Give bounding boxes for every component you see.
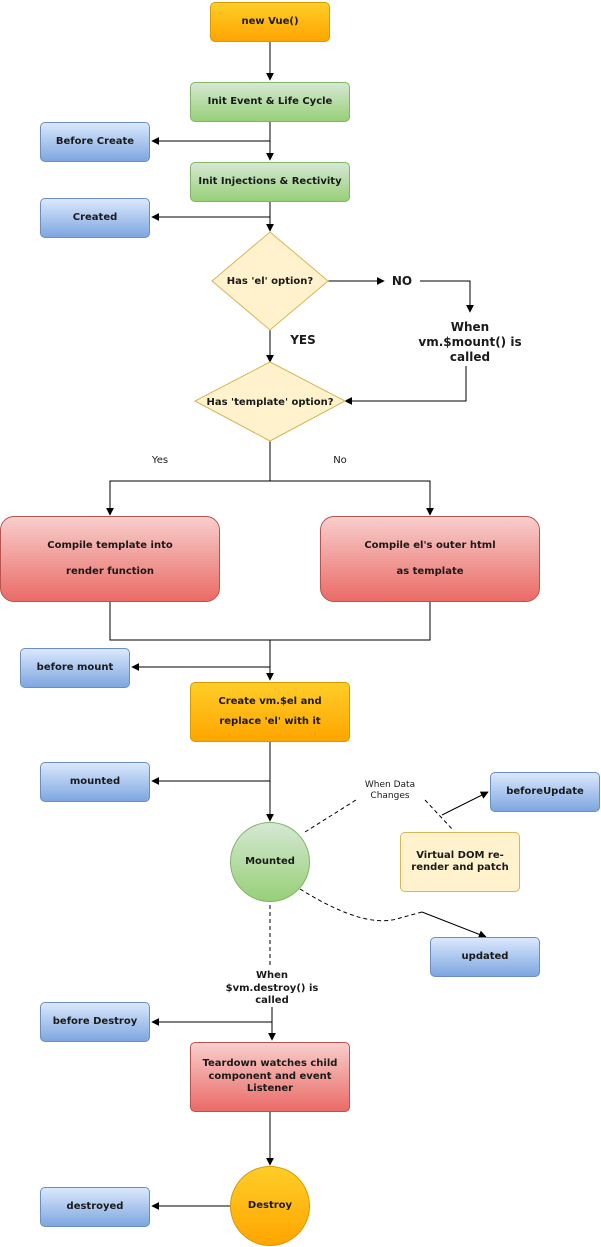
edge-template-no <box>270 480 434 516</box>
mounted-circle: Mounted <box>230 822 310 902</box>
when-destroy-label: When $vm.destroy() is called <box>225 970 319 1006</box>
has-template-label: Has 'template' option? <box>206 396 334 408</box>
has-el-label: Has 'el' option? <box>226 275 314 287</box>
dashed-mounted-to-data-change <box>304 799 357 833</box>
create-el-line-2: replace 'el' with it <box>219 716 321 727</box>
edge-to-before-update <box>441 791 489 816</box>
mounted-node: mounted <box>40 762 150 802</box>
before-destroy-node: before Destroy <box>40 1002 150 1042</box>
when-data-changes-label: When Data Changes <box>364 780 416 802</box>
has-el-diamond <box>211 231 329 331</box>
destroy-circle: Destroy <box>230 1166 310 1246</box>
compile-el-node: Compile el's outer html as template <box>320 516 540 602</box>
init-event-node: Init Event & Life Cycle <box>190 82 350 122</box>
updated-node: updated <box>430 937 540 977</box>
compile-template-line-2: render function <box>66 566 154 577</box>
when-mount-label: When vm.$mount() is called <box>418 320 522 364</box>
compile-el-line-2: as template <box>396 566 464 577</box>
init-injections-node: Init Injections & Rectivity <box>190 162 350 202</box>
virtual-dom-node: Virtual DOM re-render and patch <box>400 832 520 892</box>
before-create-node: Before Create <box>40 122 150 162</box>
edge-mount-to-template <box>344 366 467 405</box>
create-el-node: Create vm.$el and replace 'el' with it <box>190 682 350 742</box>
yes-upper-label: YES <box>290 333 316 347</box>
created-node: Created <box>40 198 150 238</box>
no-label: No <box>333 455 347 466</box>
before-mount-node: before mount <box>20 648 130 688</box>
before-update-node: beforeUpdate <box>490 772 600 812</box>
has-template-diamond <box>193 361 347 442</box>
compile-el-line-1: Compile el's outer html <box>364 539 496 551</box>
create-el-line-1: Create vm.$el and <box>218 695 322 707</box>
destroyed-node: destroyed <box>40 1187 150 1227</box>
compile-template-line-1: Compile template into <box>47 539 173 551</box>
edge-to-updated <box>421 911 487 939</box>
new-vue-node: new Vue() <box>210 2 330 42</box>
no-upper-label: NO <box>391 274 413 288</box>
yes-label: Yes <box>151 455 169 466</box>
edge-compile-merge <box>109 602 431 641</box>
dashed-mounted-to-updated <box>299 888 423 922</box>
edge-template-yes <box>106 480 270 516</box>
teardown-node: Teardown watches child component and eve… <box>190 1042 350 1112</box>
edge-no-to-mount <box>420 280 474 313</box>
dashed-data-change-to-vdom <box>424 799 454 831</box>
compile-template-node: Compile template into render function <box>0 516 220 602</box>
